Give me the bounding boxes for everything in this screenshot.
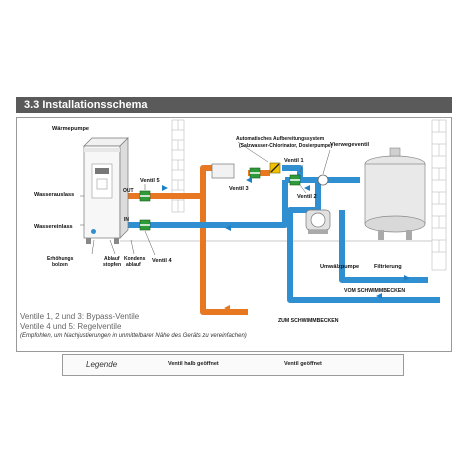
brick-wall-right	[431, 119, 447, 271]
circulation-pump	[305, 209, 331, 234]
note-bypass-valves: Ventile 1, 2 und 3: Bypass-Ventile	[20, 312, 140, 321]
filter-tank	[364, 147, 426, 240]
label-vom-schwimmbecken: VOM SCHWIMMBECKEN	[344, 288, 405, 294]
label-ventil-3: Ventil 3	[229, 186, 249, 192]
four-way-valve	[317, 174, 329, 186]
legend-half-open-label: Ventil halb geöffnet	[168, 361, 219, 367]
label-wassereinlass: Wassereinlass	[34, 224, 73, 230]
ventil-4-symbol	[139, 219, 151, 231]
ventil-3-symbol	[249, 167, 261, 179]
label-erhoehungsbolzen-2: bolzen	[52, 262, 68, 268]
label-wasserauslass: Wasserauslass	[34, 192, 74, 198]
ventil-2-symbol	[289, 174, 301, 186]
label-auto-2: (Salzwasser-Chlorinator, Dosierpumpe)	[239, 143, 333, 149]
label-ablauf-1: Ablauf	[104, 256, 120, 262]
label-ventil-5: Ventil 5	[140, 178, 160, 184]
heat-pump-unit	[83, 137, 129, 244]
label-zum-schwimmbecken: ZUM SCHWIMMBECKEN	[278, 318, 339, 324]
treatment-system-box	[211, 163, 235, 179]
note-control-valves: Ventile 4 und 5: Regelventile	[20, 322, 122, 331]
label-ventil-2: Ventil 2	[297, 194, 317, 200]
label-filtrierung: Filtrierung	[374, 264, 402, 270]
legend-title: Legende	[86, 360, 118, 369]
section-title: 3.3 Installationsschema	[24, 99, 148, 111]
label-leaders	[80, 141, 331, 256]
legend-open-label: Ventil geöffnet	[284, 361, 322, 367]
label-waermepumpe: Wärmepumpe	[52, 126, 89, 132]
label-ablauf-2: stopfen	[103, 262, 121, 268]
section-header-bar	[16, 97, 452, 113]
label-ventil-1: Ventil 1	[284, 158, 304, 164]
ventil-5-symbol	[139, 190, 151, 202]
legend-box	[62, 354, 404, 376]
label-ventil-4: Ventil 4	[152, 258, 172, 264]
ventil-1-symbol	[269, 162, 281, 174]
label-auto-1: Automatisches Aufbereitungssystem	[236, 136, 325, 142]
label-out: OUT	[123, 188, 134, 194]
label-erhoehungsbolzen-1: Erhöhungs	[47, 256, 74, 262]
water-inlet-dot	[91, 229, 96, 234]
label-kondens-2: ablauf	[126, 262, 141, 268]
note-recommendation: (Empfohlen, um Nachjustierungen in unmit…	[20, 333, 247, 339]
label-umwaelzpumpe: Umwälzpumpe	[320, 264, 359, 270]
label-kondens-1: Kondens	[124, 256, 146, 262]
label-in: IN	[124, 217, 129, 223]
label-vierwegeventil: Vierwegeventil	[330, 142, 370, 148]
flow-arrows	[162, 177, 410, 299]
flow-arrows-orange	[224, 305, 230, 311]
brick-wall-left	[171, 119, 185, 213]
